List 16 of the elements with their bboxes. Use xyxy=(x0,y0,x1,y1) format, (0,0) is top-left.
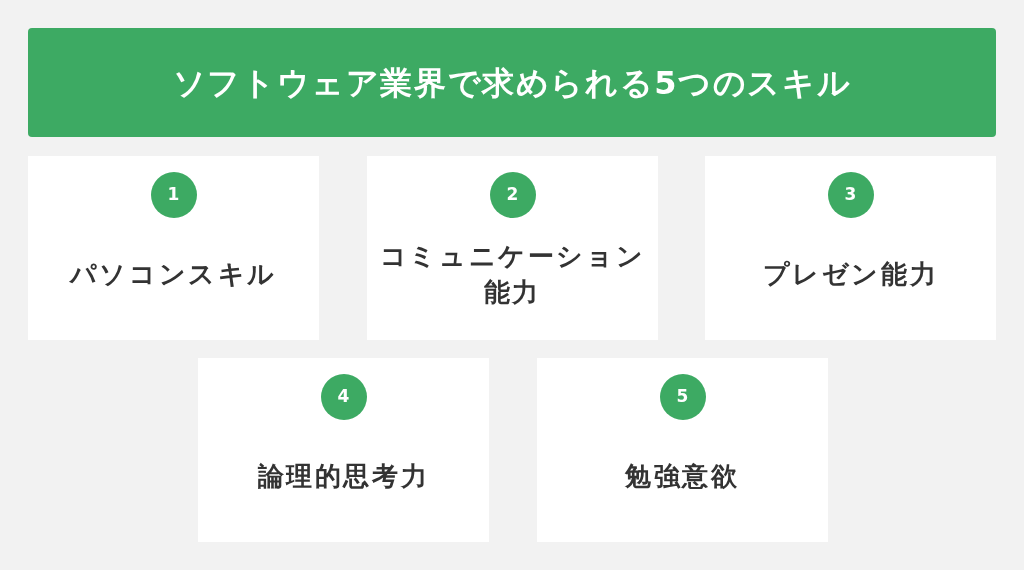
skill-card xyxy=(198,358,489,542)
skill-label: コミュニケーション能力 xyxy=(379,239,646,309)
skill-label: 論理的思考力 xyxy=(257,459,430,493)
skill-card xyxy=(28,156,319,340)
skill-label: パソコンスキル xyxy=(69,257,278,291)
skill-card xyxy=(367,156,658,340)
number-badge: 3 xyxy=(827,172,874,218)
number-badge: 4 xyxy=(320,374,367,420)
number-badge: 2 xyxy=(489,172,536,218)
title-banner: ソフトウェア業界で求められる5つのスキル xyxy=(28,28,996,137)
number-badge: 1 xyxy=(150,172,197,218)
skill-label: 勉強意欲 xyxy=(625,459,740,493)
number-badge: 5 xyxy=(659,374,706,420)
skill-label: プレゼン能力 xyxy=(762,257,939,291)
skill-card xyxy=(537,358,828,542)
skill-card xyxy=(705,156,996,340)
